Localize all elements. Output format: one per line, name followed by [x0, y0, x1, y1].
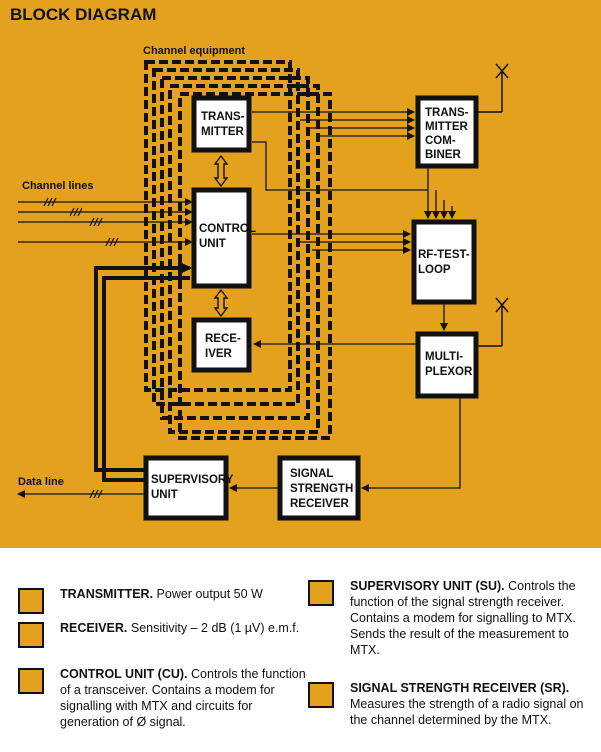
- legend-item-signal-strength-receiver: SIGNAL STRENGTH RECEIVER (SR). Measures …: [308, 680, 590, 750]
- signal-strength-receiver-block: SIGNAL STRENGTH RECEIVER: [277, 455, 361, 521]
- tx-cu-bidirectional-arrow: [213, 154, 229, 188]
- channel-frame-1: [144, 60, 292, 392]
- legend-item-transmitter: TRANSMITTER. Power output 50 W: [18, 586, 308, 620]
- block-diagram: BLOCK DIAGRAM Channel equipment Channel …: [10, 5, 509, 521]
- legend-term: TRANSMITTER.: [60, 587, 154, 601]
- svg-text:RF-TEST-: RF-TEST-: [418, 249, 470, 261]
- svg-text:TRANS-: TRANS-: [425, 107, 469, 119]
- control-unit-block: CONTROL UNIT: [191, 187, 256, 289]
- data-line-ticks: [89, 489, 103, 499]
- combiner-antenna: [476, 63, 509, 113]
- legend-item-receiver: RECEIVER. Sensitivity – 2 dB (1 µV) e.m.…: [18, 620, 308, 660]
- svg-text:UNIT: UNIT: [199, 238, 226, 250]
- channel-frame-3: [160, 76, 310, 420]
- legend-term: RECEIVER.: [60, 621, 128, 635]
- svg-text:PLEXOR: PLEXOR: [425, 366, 473, 378]
- channel-frame-4: [168, 84, 320, 434]
- diagram-title: BLOCK DIAGRAM: [10, 5, 156, 24]
- svg-text:STRENGTH: STRENGTH: [290, 483, 353, 495]
- combiner-to-rftest-lines: [424, 166, 456, 219]
- svg-text:LOOP: LOOP: [418, 264, 451, 276]
- diagram-panel: BLOCK DIAGRAM Channel equipment Channel …: [0, 0, 601, 548]
- legend: TRANSMITTER. Power output 50 W RECEIVER.…: [0, 548, 601, 752]
- legend-swatch: [18, 622, 44, 648]
- legend-item-supervisory-unit: SUPERVISORY UNIT (SU). Controls the func…: [308, 578, 590, 668]
- multiplexor-block: MULTI- PLEXOR: [415, 331, 479, 399]
- legend-description: Controls the function of a transceiver. …: [60, 667, 306, 729]
- multiplexor-to-ssr-path: [361, 398, 461, 492]
- svg-text:RECEIVER: RECEIVER: [290, 498, 349, 510]
- channel-frame-2: [152, 68, 300, 406]
- legend-description: Power output 50 W: [153, 587, 263, 601]
- rf-test-loop-block: RF-TEST- LOOP: [411, 219, 477, 305]
- channel-line-inputs: [18, 198, 193, 246]
- legend-description: Sensitivity – 2 dB (1 µV) e.m.f.: [127, 621, 300, 635]
- legend-swatch: [18, 588, 44, 614]
- supervisory-feedback-bus: [94, 261, 192, 482]
- channel-equipment-frames: [144, 60, 332, 440]
- channel-equipment-label: Channel equipment: [143, 45, 245, 57]
- legend-description: Controls the function of the signal stre…: [350, 579, 576, 657]
- svg-text:MULTI-: MULTI-: [425, 351, 463, 363]
- receiver-block: RECE- IVER: [191, 317, 252, 373]
- svg-text:SIGNAL: SIGNAL: [290, 468, 333, 480]
- legend-term: SUPERVISORY UNIT (SU).: [350, 579, 505, 593]
- channel-line-ticks: [43, 197, 119, 247]
- legend-description: Measures the strength of a radio signal …: [350, 697, 584, 727]
- svg-text:MITTER: MITTER: [201, 126, 244, 138]
- cu-to-rftest-lines: [252, 230, 411, 254]
- svg-text:BINER: BINER: [425, 149, 461, 161]
- svg-text:COM-: COM-: [425, 135, 456, 147]
- svg-text:UNIT: UNIT: [151, 489, 178, 501]
- data-line-label: Data line: [18, 476, 64, 488]
- svg-text:MITTER: MITTER: [425, 121, 468, 133]
- transmitter-block: TRANS- MITTER: [191, 95, 252, 153]
- svg-text:IVER: IVER: [205, 348, 233, 360]
- tx-rftest-path: [252, 141, 428, 191]
- legend-term: CONTROL UNIT (CU).: [60, 667, 188, 681]
- legend-term: SIGNAL STRENGTH RECEIVER (SR).: [350, 681, 570, 695]
- legend-swatch: [308, 580, 334, 606]
- legend-swatch: [308, 682, 334, 708]
- legend-swatch: [18, 668, 44, 694]
- tx-to-combiner-lines: [252, 108, 415, 140]
- transmitter-combiner-block: TRANS- MITTER COM- BINER: [415, 95, 479, 169]
- cu-rx-bidirectional-arrow: [213, 288, 229, 318]
- channel-lines-label: Channel lines: [22, 180, 94, 192]
- legend-item-control-unit: CONTROL UNIT (CU). Controls the function…: [18, 666, 308, 736]
- svg-text:SUPERVISORY: SUPERVISORY: [151, 474, 234, 486]
- svg-text:RECE-: RECE-: [205, 333, 241, 345]
- supervisory-unit-block: SUPERVISORY UNIT: [143, 455, 234, 521]
- svg-text:CONTROL: CONTROL: [199, 223, 256, 235]
- svg-text:TRANS-: TRANS-: [201, 111, 245, 123]
- multiplexor-antenna: [476, 297, 509, 347]
